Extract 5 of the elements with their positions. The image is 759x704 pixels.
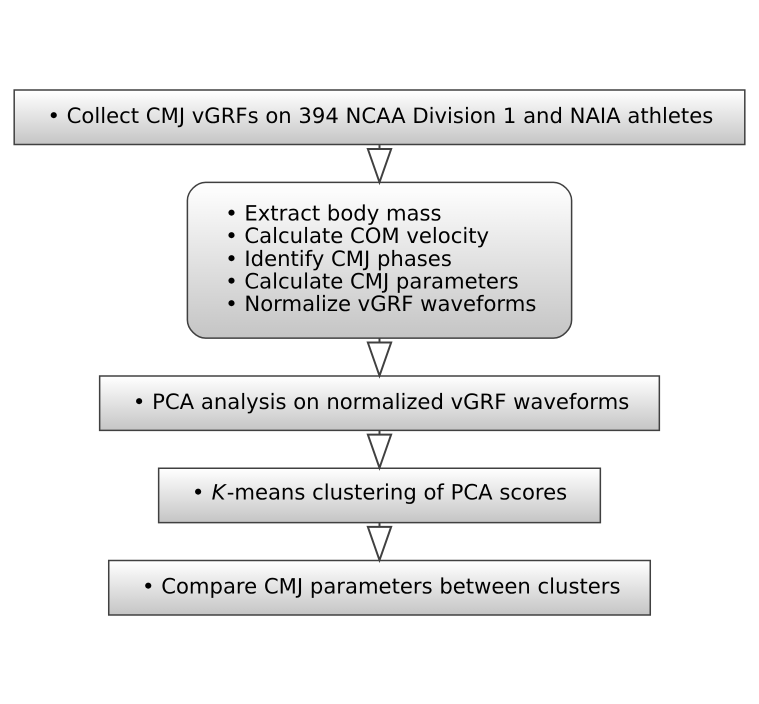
node-box: • PCA analysis on normalized vGRF waveforms bbox=[98, 374, 660, 431]
node-box: • K-means clustering of PCA scores bbox=[158, 466, 602, 523]
node-box: • Extract body mass • Calculate COM velocity • Identify CMJ phases • Calculate CMJ parameters • Normalize vGRF waveforms bbox=[186, 181, 572, 338]
node-box: • Compare CMJ parameters between clusters bbox=[108, 559, 652, 616]
node-box: • Collect CMJ vGRFs on 394 NCAA Division 1 and NAIA athletes bbox=[13, 88, 746, 145]
